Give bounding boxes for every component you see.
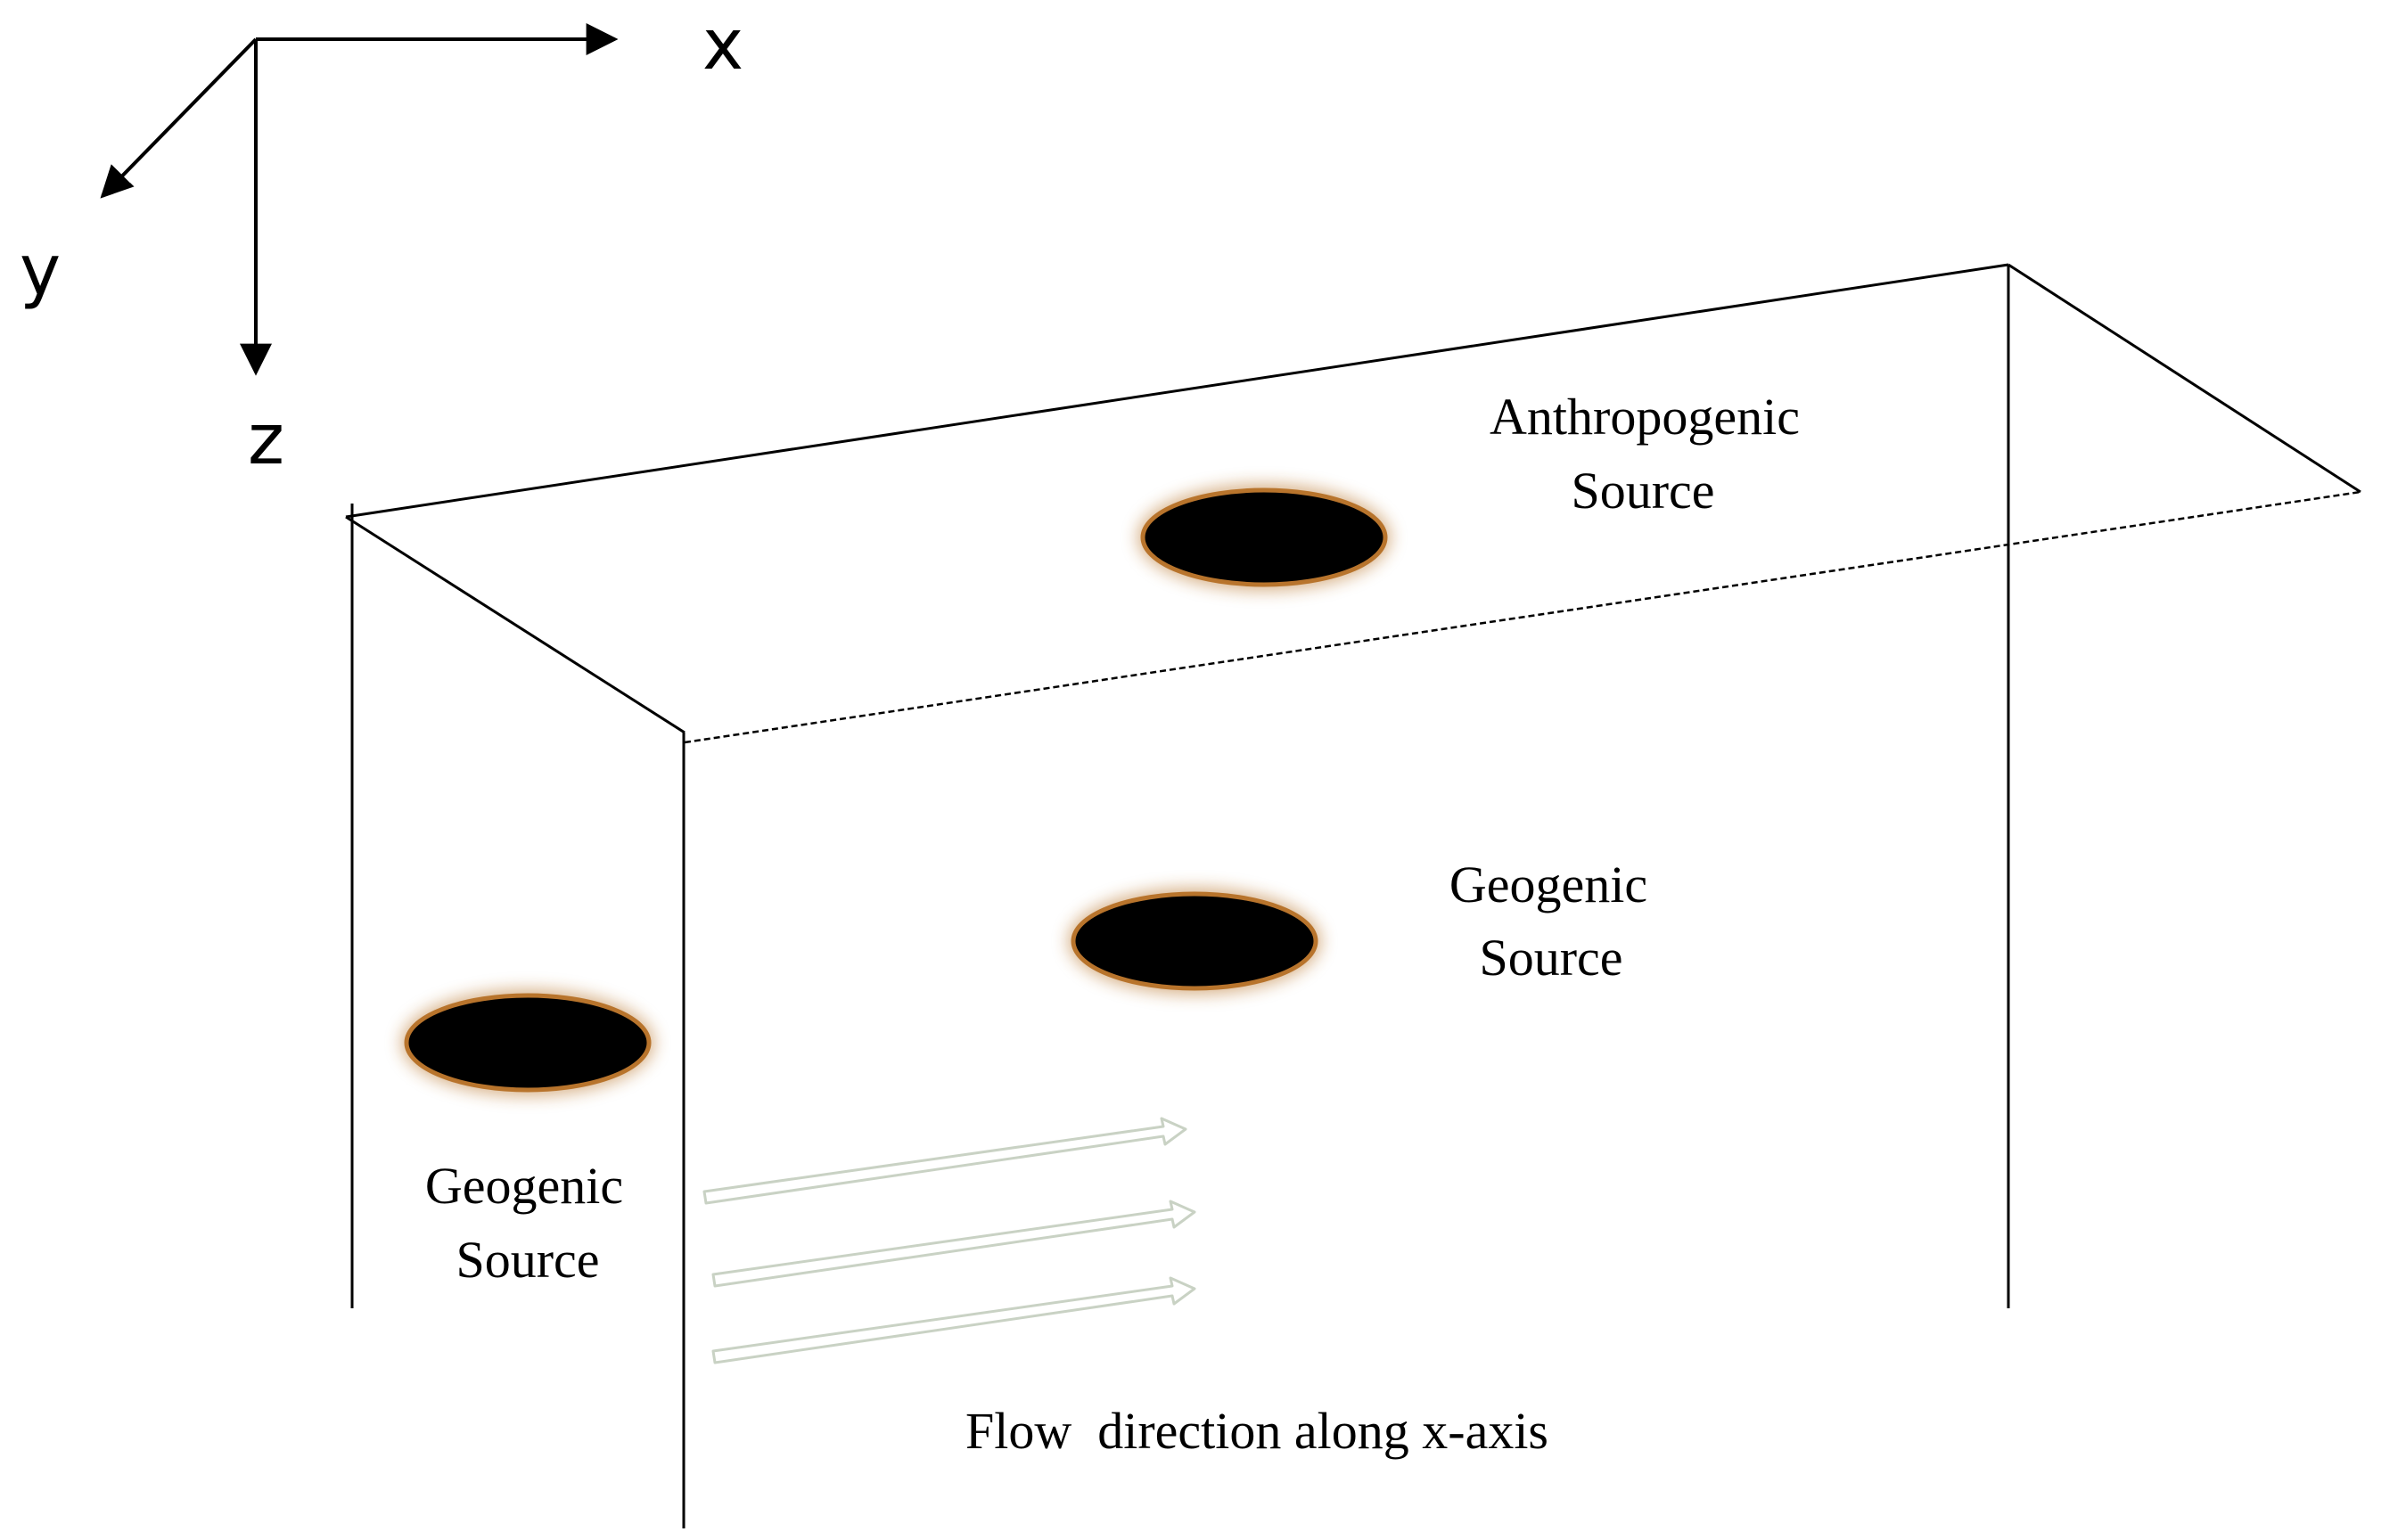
anthropogenic-label-line2: Source	[1571, 462, 1714, 520]
geogenic-left-ellipse	[404, 993, 652, 1093]
z-axis-label: z	[248, 400, 284, 480]
geogenic-left-label-line1: Geogenic	[425, 1157, 623, 1215]
anthropogenic-source	[1137, 484, 1391, 591]
y-axis-label: y	[20, 231, 61, 311]
flow-arrow-2	[711, 1200, 1196, 1288]
top-right-edge	[2007, 263, 2361, 494]
flow-arrows	[702, 1117, 1196, 1364]
aquifer-block	[345, 263, 2361, 1528]
geogenic-source-left	[401, 989, 654, 1096]
geogenic-left-label-line2: Source	[456, 1231, 599, 1289]
top-left-edge	[345, 515, 686, 734]
geogenic-center-ellipse	[1071, 891, 1318, 991]
geogenic-center-label-line2: Source	[1479, 929, 1622, 987]
anthropogenic-source-ellipse	[1140, 487, 1388, 587]
geogenic-center-label-line1: Geogenic	[1449, 856, 1647, 913]
flow-arrow-3	[711, 1276, 1196, 1364]
flow-arrow-1	[702, 1117, 1187, 1205]
anthropogenic-label-line1: Anthropogenic	[1490, 388, 1800, 446]
coordinate-axes: x y z	[20, 5, 743, 480]
x-axis-label: x	[702, 5, 743, 86]
geogenic-source-center	[1068, 888, 1321, 995]
y-axis-arrow	[100, 37, 258, 199]
top-back-edge	[345, 263, 2009, 519]
flow-direction-label: Flow direction along x-axis	[965, 1402, 1548, 1460]
top-front-edge-dashed	[684, 490, 2361, 744]
